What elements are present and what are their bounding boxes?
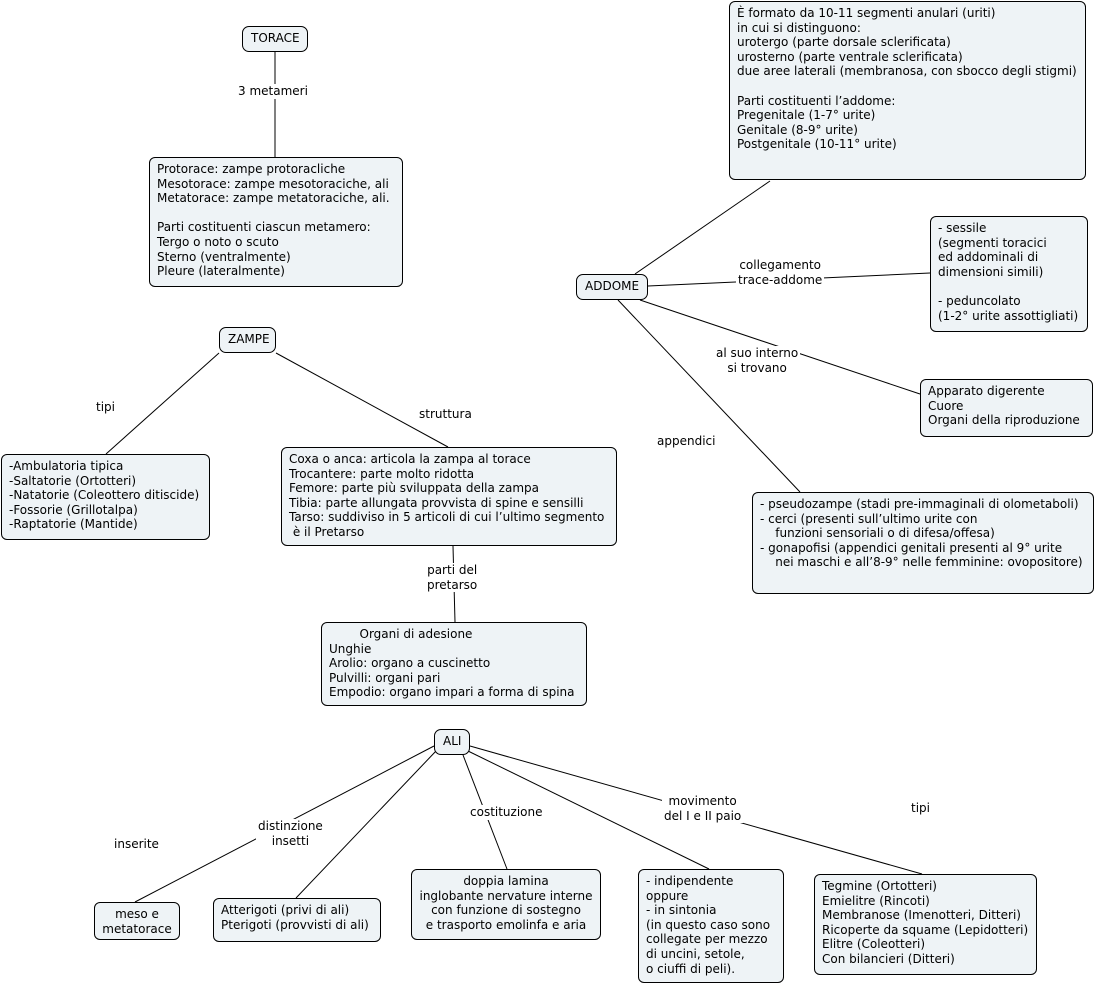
box-torace-metameri[interactable]: Protorace: zampe protoracliche Mesotorac… [149, 157, 403, 287]
concept-ali[interactable]: ALI [434, 729, 470, 755]
label-zampe-tipi: tipi [94, 400, 117, 415]
box-pretarso[interactable]: Organi di adesione Unghie Arolio: organo… [321, 622, 587, 706]
concept-torace[interactable]: TORACE [242, 26, 308, 52]
label-appendici: appendici [655, 434, 718, 449]
label-metameri: 3 metameri [236, 84, 310, 99]
label-interno: al suo interno si trovano [714, 346, 801, 376]
box-ali-distinzione[interactable]: Atterigoti (privi di ali) Pterigoti (pro… [213, 898, 381, 942]
box-zampe-struttura[interactable]: Coxa o anca: articola la zampa al torace… [281, 447, 617, 546]
box-zampe-tipi[interactable]: -Ambulatoria tipica -Saltatorie (Ortotte… [1, 454, 210, 540]
box-collegamento[interactable]: - sessile (segmenti toracici ed addomina… [930, 216, 1088, 332]
box-interno[interactable]: Apparato digerente Cuore Organi della ri… [920, 379, 1093, 437]
concept-addome[interactable]: ADDOME [576, 274, 648, 300]
box-addome-descrizione[interactable]: È formato da 10-11 segmenti anulari (uri… [729, 1, 1086, 180]
label-ali-costituzione: costituzione [468, 805, 545, 820]
label-ali-tipi: tipi [909, 801, 932, 816]
box-ali-inserite[interactable]: meso e metatorace [94, 902, 180, 940]
box-ali-movimento[interactable]: - indipendente oppure - in sintonia (in … [638, 869, 784, 983]
label-pretarso: parti del pretarso [425, 563, 480, 593]
label-ali-inserite: inserite [112, 837, 161, 852]
box-appendici[interactable]: - pseudozampe (stadi pre-immaginali di o… [752, 492, 1094, 594]
label-collegamento: collegamento trace-addome [736, 258, 825, 288]
concept-zampe[interactable]: ZAMPE [219, 327, 276, 353]
label-zampe-struttura: struttura [417, 407, 474, 422]
label-ali-movimento: movimento del I e II paio [662, 794, 744, 824]
box-ali-costituzione[interactable]: doppia lamina inglobante nervature inter… [411, 869, 601, 940]
label-ali-distinzione: distinzione insetti [256, 819, 325, 849]
box-ali-tipi[interactable]: Tegmine (Ortotteri) Emielitre (Rincoti) … [814, 874, 1037, 975]
